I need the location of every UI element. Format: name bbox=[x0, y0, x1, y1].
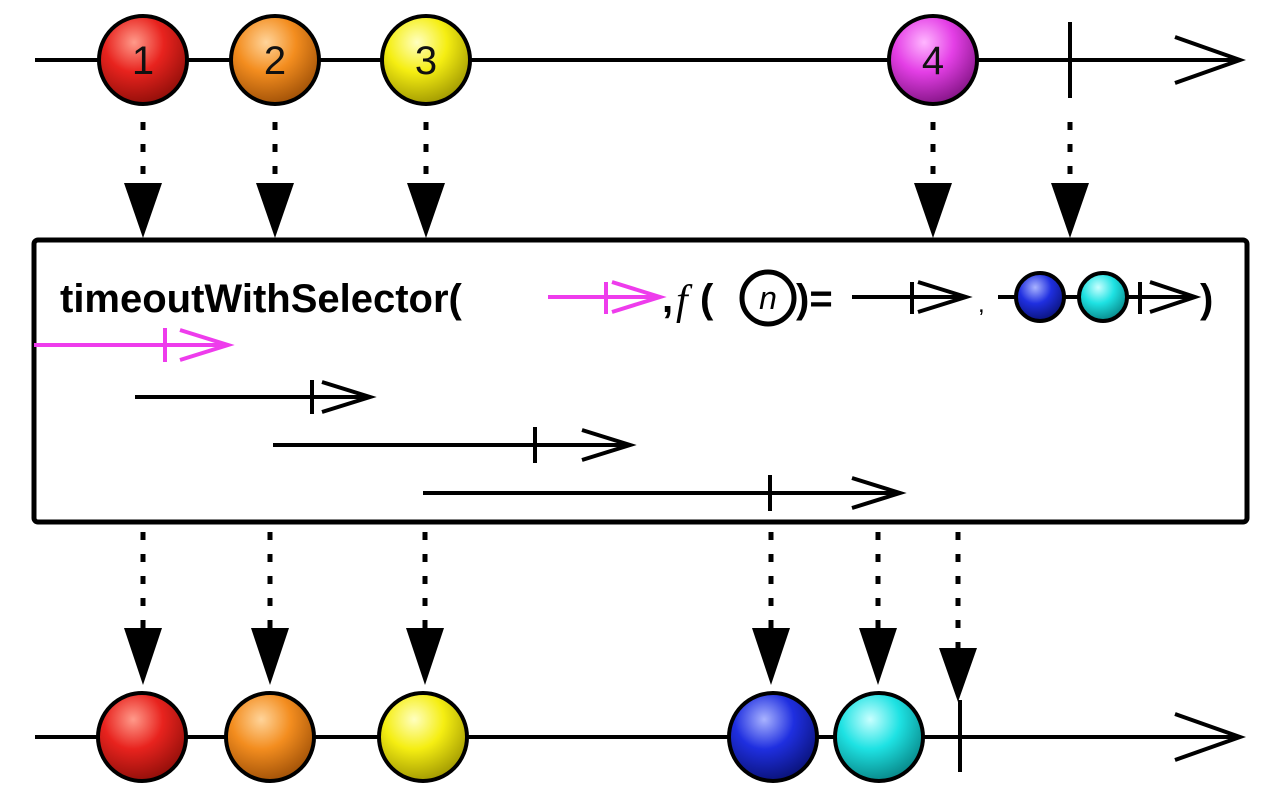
output-arrowhead-5 bbox=[859, 628, 897, 685]
timeout-stream-1 bbox=[135, 380, 377, 414]
operator-comma: , bbox=[662, 277, 673, 321]
source-marble-2-label: 2 bbox=[264, 39, 286, 83]
output-arrowhead-complete bbox=[939, 648, 977, 702]
result-timeline bbox=[35, 691, 1246, 783]
input-arrowhead-3 bbox=[407, 183, 445, 238]
operator-close-eq: )= bbox=[796, 277, 833, 321]
timeout-stream-icon bbox=[548, 280, 667, 314]
result-marble-1 bbox=[96, 691, 188, 783]
input-arrowhead-1 bbox=[124, 183, 162, 238]
output-arrowhead-1 bbox=[124, 628, 162, 685]
selector-stream-icon bbox=[852, 280, 973, 314]
output-arrowhead-4 bbox=[752, 628, 790, 685]
result-marble-3 bbox=[377, 691, 469, 783]
operator-close-paren: ) bbox=[1200, 277, 1213, 321]
input-arrowhead-complete bbox=[1051, 183, 1089, 238]
operator-label: timeoutWithSelector( , f ( n )= , ) bbox=[60, 269, 1213, 327]
operator-box bbox=[31, 237, 1250, 525]
timeout-stream-2 bbox=[273, 427, 637, 463]
source-marble-4: 4 bbox=[887, 14, 979, 106]
result-timeline-arrowhead bbox=[1174, 712, 1246, 762]
fallback-marble-cyan bbox=[1077, 271, 1129, 323]
output-arrowheads bbox=[124, 628, 977, 702]
result-marble-5 bbox=[833, 691, 925, 783]
operator-small-comma: , bbox=[978, 291, 985, 318]
fallback-stream-icon bbox=[998, 271, 1202, 323]
param-circle bbox=[739, 269, 797, 327]
output-arrows bbox=[140, 532, 961, 652]
output-arrowhead-2 bbox=[251, 628, 289, 685]
source-timeline-arrowhead bbox=[1174, 35, 1246, 85]
source-marble-1: 1 bbox=[97, 14, 189, 106]
fallback-marble-blue bbox=[1014, 271, 1066, 323]
source-marble-2: 2 bbox=[229, 14, 321, 106]
input-arrowhead-4 bbox=[914, 183, 952, 238]
source-marble-1-label: 1 bbox=[132, 39, 154, 83]
result-marble-4 bbox=[727, 691, 819, 783]
source-marble-3-label: 3 bbox=[415, 39, 437, 83]
operator-open-paren: ( bbox=[700, 277, 714, 321]
result-marble-2 bbox=[224, 691, 316, 783]
source-marble-3: 3 bbox=[380, 14, 472, 106]
input-arrowhead-2 bbox=[256, 183, 294, 238]
operator-param: n bbox=[759, 280, 777, 316]
input-arrows bbox=[140, 122, 1073, 190]
input-arrowheads bbox=[124, 183, 1089, 238]
output-arrowhead-3 bbox=[406, 628, 444, 685]
initial-timeout-stream bbox=[34, 328, 235, 362]
operator-name: timeoutWithSelector( bbox=[60, 277, 463, 321]
source-marble-4-label: 4 bbox=[922, 39, 944, 83]
source-timeline: 1 2 3 4 bbox=[35, 14, 1246, 106]
timeout-stream-3 bbox=[423, 475, 907, 511]
